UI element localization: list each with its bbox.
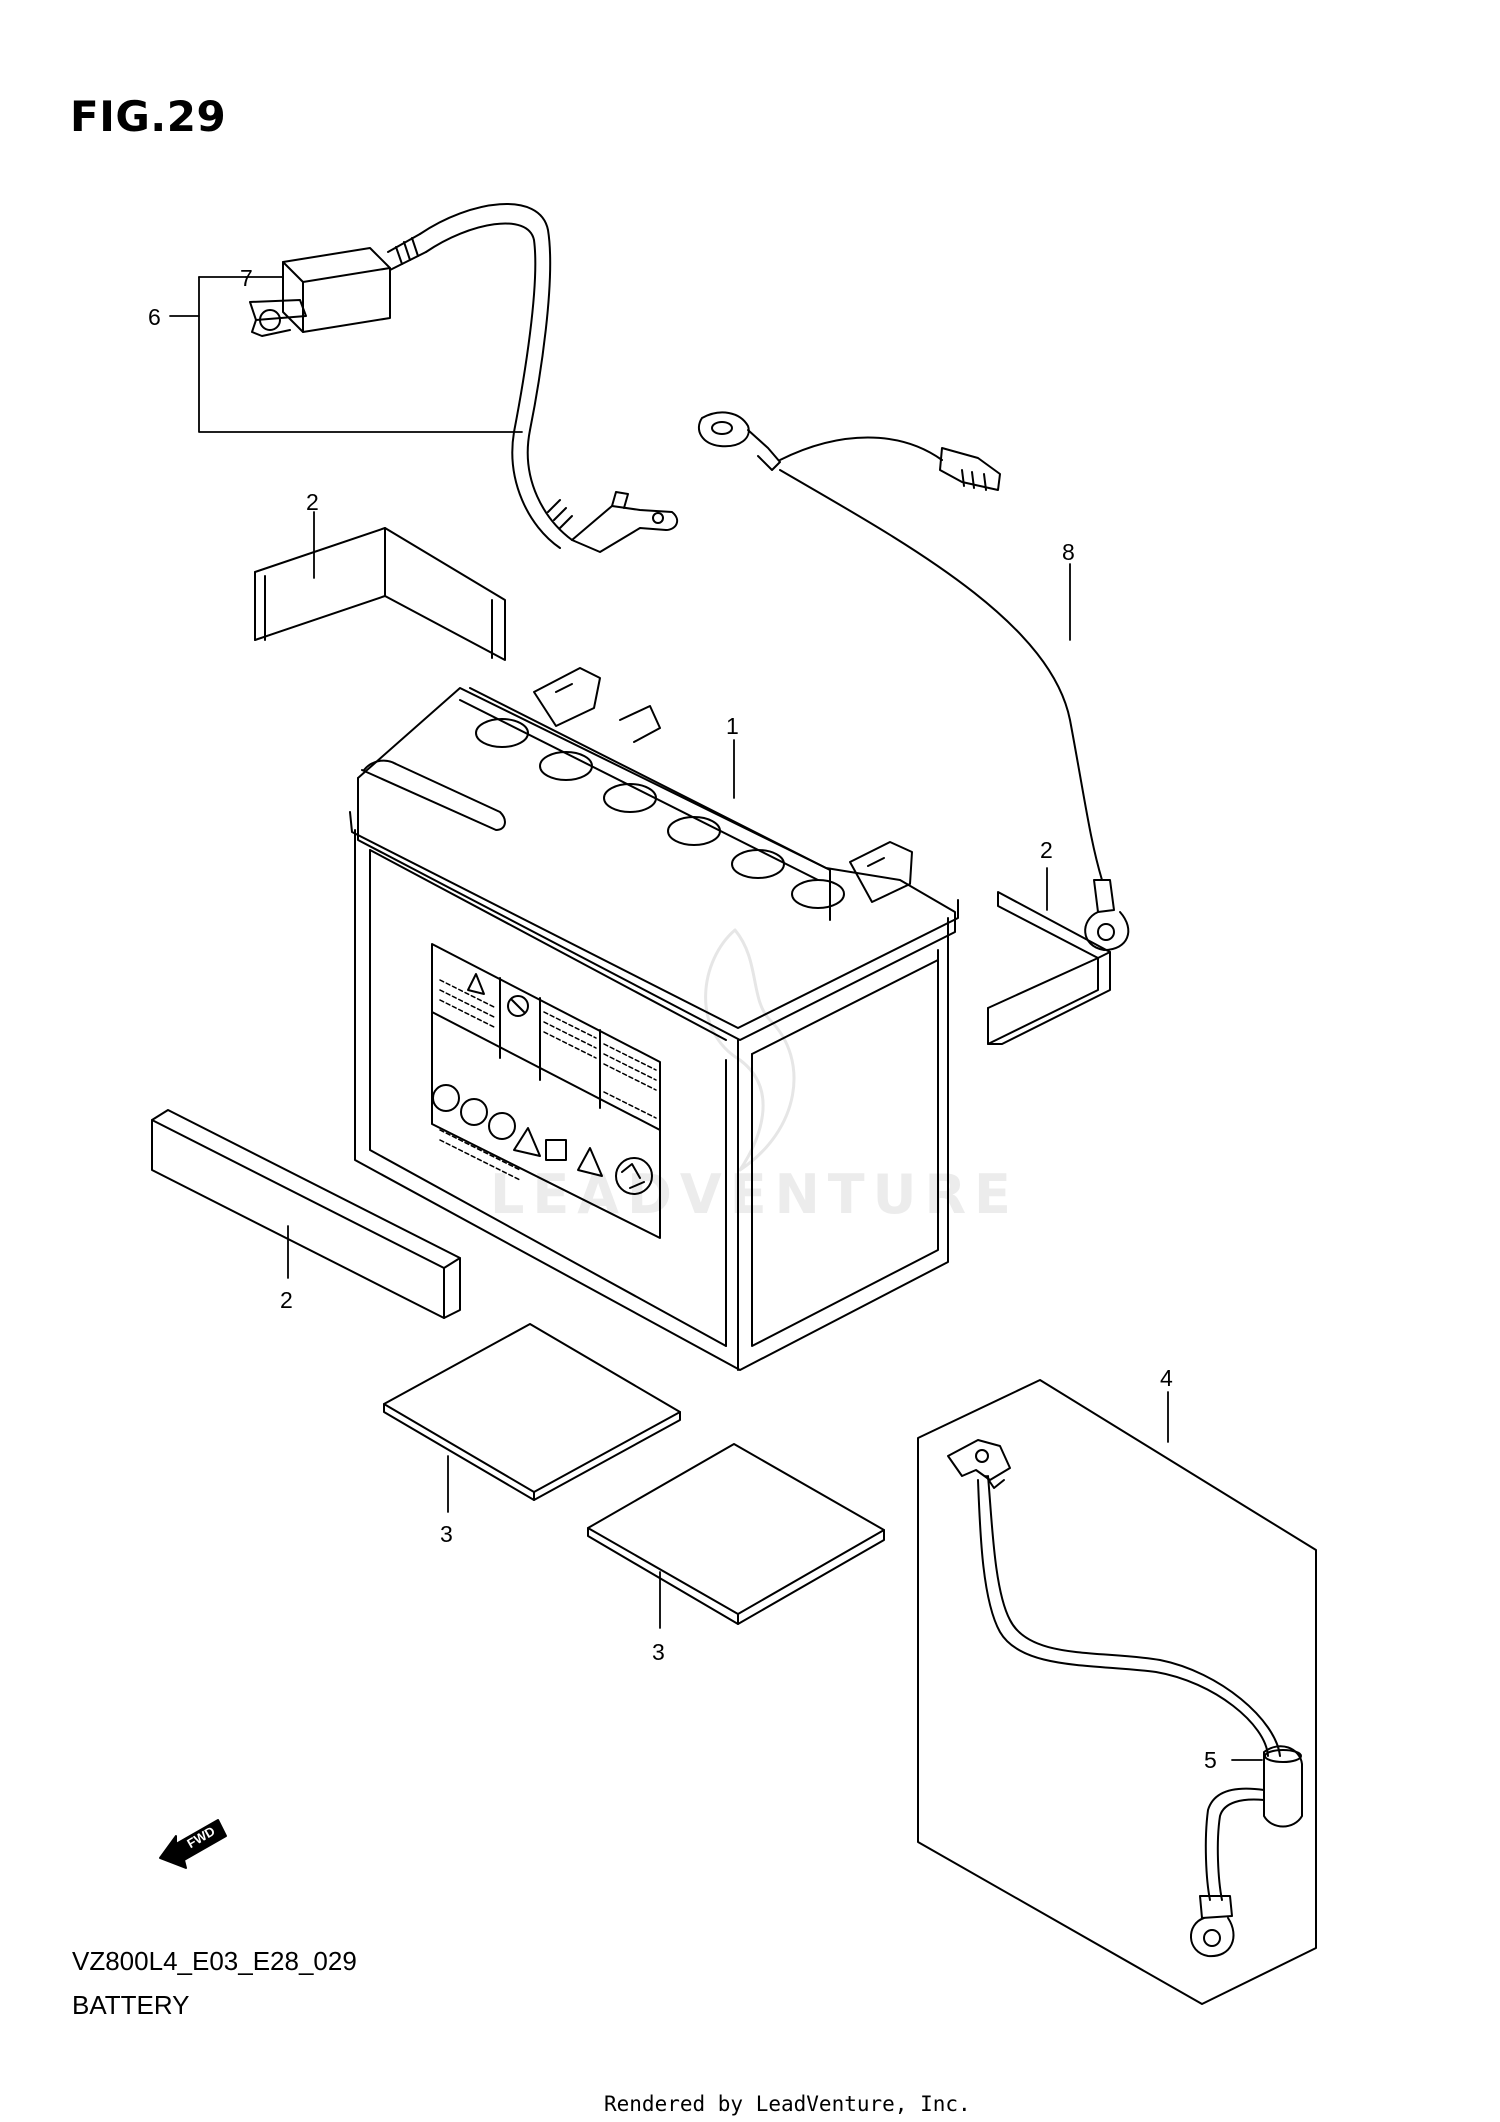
- callout-7: 7: [240, 265, 253, 291]
- callout-2-right: 2: [1040, 837, 1053, 863]
- callout-5: 5: [1204, 1747, 1217, 1773]
- pad-right: [987, 891, 1111, 1045]
- callout-2-bottom: 2: [280, 1287, 293, 1313]
- figure-name: BATTERY: [72, 1990, 190, 2020]
- fwd-arrow[interactable]: [159, 1819, 227, 1869]
- spacer-pad-1: [383, 1323, 681, 1501]
- pad-top: [254, 527, 506, 661]
- fuse-holder-cable: [249, 203, 679, 553]
- leader-lines: [169, 276, 1263, 1761]
- battery: [349, 667, 959, 1371]
- pad-bottom-left: [151, 1109, 461, 1319]
- callout-2-top: 2: [306, 489, 319, 515]
- callout-6: 6: [148, 304, 161, 330]
- callout-1: 1: [726, 713, 739, 739]
- callout-3-right: 3: [652, 1639, 665, 1665]
- callout-3-left: 3: [440, 1521, 453, 1547]
- callout-8: 8: [1062, 539, 1075, 565]
- figure-code: VZ800L4_E03_E28_029: [72, 1946, 357, 1976]
- spacer-pad-2: [587, 1443, 885, 1625]
- rendered-by-credit: Rendered by LeadVenture, Inc.: [604, 2092, 971, 2116]
- watermark-logo: [704, 928, 796, 1172]
- callout-4: 4: [1160, 1365, 1173, 1391]
- watermark-text: LEADVENTURE: [490, 1163, 1019, 1226]
- figure-title: FIG.29: [70, 92, 227, 141]
- cable-bag: [917, 1379, 1317, 2005]
- lead-cable: [697, 411, 1130, 951]
